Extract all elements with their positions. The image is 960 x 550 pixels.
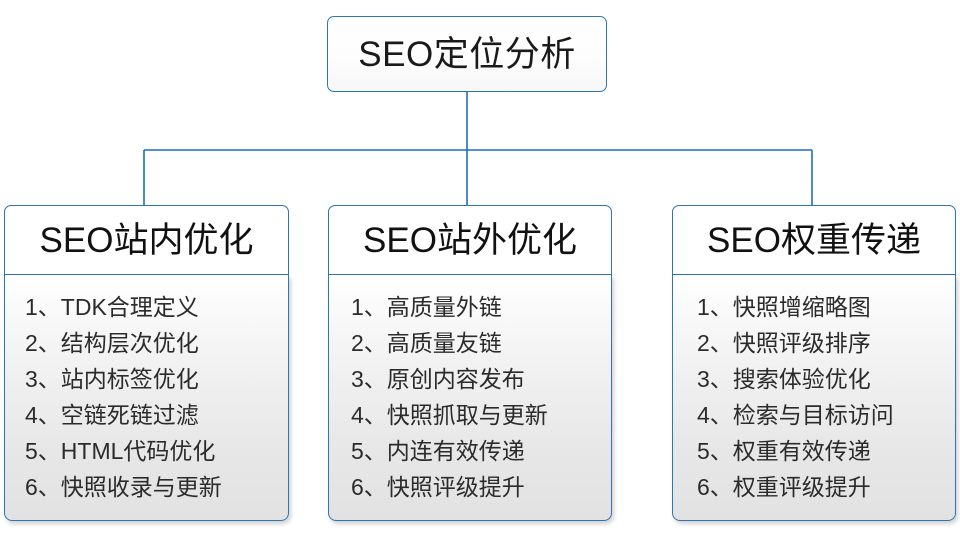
branch-header-2[interactable]: SEO站外优化 (328, 205, 612, 275)
list-item: 4、快照抓取与更新 (351, 402, 548, 428)
list-item: 4、空链死链过滤 (25, 402, 199, 428)
list-item: 2、结构层次优化 (25, 330, 199, 356)
list-item: 2、快照评级排序 (697, 330, 871, 356)
root-node[interactable]: SEO定位分析 (327, 16, 607, 92)
list-item: 1、TDK合理定义 (25, 294, 199, 320)
branch-header-label-3: SEO权重传递 (707, 220, 921, 260)
list-item: 1、快照增缩略图 (697, 294, 871, 320)
root-node-label: SEO定位分析 (358, 34, 576, 74)
branch-header-1[interactable]: SEO站内优化 (4, 205, 289, 275)
list-item: 1、高质量外链 (351, 294, 502, 320)
list-item: 4、检索与目标访问 (697, 402, 894, 428)
branch-list-2: 1、高质量外链 2、高质量友链 3、原创内容发布 4、快照抓取与更新 5、内连有… (329, 289, 611, 505)
list-item: 5、内连有效传递 (351, 438, 525, 464)
list-item: 6、快照评级提升 (351, 474, 525, 500)
branch-header-3[interactable]: SEO权重传递 (672, 205, 956, 275)
branch-column-2[interactable]: SEO站外优化 1、高质量外链 2、高质量友链 3、原创内容发布 4、快照抓取与… (328, 205, 612, 521)
branch-header-label-2: SEO站外优化 (363, 220, 577, 260)
list-item: 3、搜索体验优化 (697, 366, 871, 392)
branch-body-1: 1、TDK合理定义 2、结构层次优化 3、站内标签优化 4、空链死链过滤 5、H… (4, 275, 289, 521)
list-item: 2、高质量友链 (351, 330, 502, 356)
list-item: 5、HTML代码优化 (25, 438, 216, 464)
list-item: 3、原创内容发布 (351, 366, 525, 392)
branch-column-3[interactable]: SEO权重传递 1、快照增缩略图 2、快照评级排序 3、搜索体验优化 4、检索与… (672, 205, 956, 521)
branch-list-1: 1、TDK合理定义 2、结构层次优化 3、站内标签优化 4、空链死链过滤 5、H… (5, 289, 288, 505)
list-item: 6、快照收录与更新 (25, 474, 222, 500)
branch-column-1[interactable]: SEO站内优化 1、TDK合理定义 2、结构层次优化 3、站内标签优化 4、空链… (4, 205, 289, 521)
branch-body-3: 1、快照增缩略图 2、快照评级排序 3、搜索体验优化 4、检索与目标访问 5、权… (672, 275, 956, 521)
branch-header-label-1: SEO站内优化 (39, 220, 254, 260)
branch-list-3: 1、快照增缩略图 2、快照评级排序 3、搜索体验优化 4、检索与目标访问 5、权… (673, 289, 955, 505)
branch-body-2: 1、高质量外链 2、高质量友链 3、原创内容发布 4、快照抓取与更新 5、内连有… (328, 275, 612, 521)
list-item: 3、站内标签优化 (25, 366, 199, 392)
list-item: 6、权重评级提升 (697, 474, 871, 500)
list-item: 5、权重有效传递 (697, 438, 871, 464)
